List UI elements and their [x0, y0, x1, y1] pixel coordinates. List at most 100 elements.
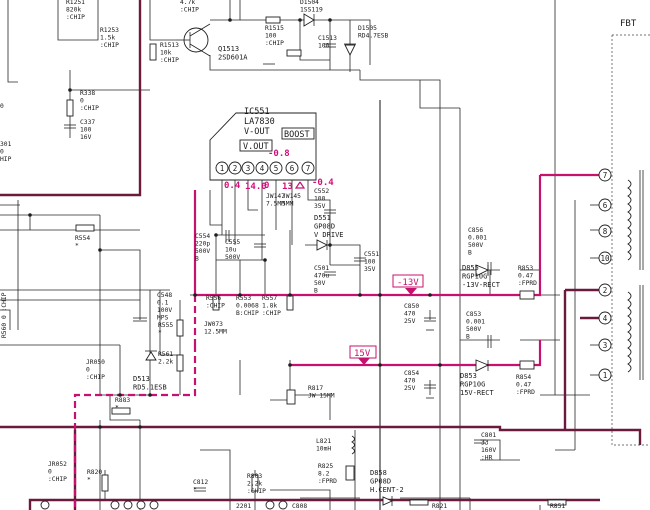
label-c856-line-1: 0.001 [468, 235, 487, 242]
pin-voltage-1: 0.4 [224, 181, 241, 191]
label-r1251-line-1: 820k [66, 7, 81, 14]
label-c853-line-3: B [466, 334, 470, 341]
label-r338-line-1: 0 [80, 98, 84, 105]
ic551-function: V-OUT [244, 127, 270, 137]
label-jw147-line-1: 7.5MM [266, 201, 285, 208]
label-r555: R555* [158, 322, 173, 337]
label-jw073-line-1: 12.5MM [204, 329, 227, 336]
label-c555-line-0: C555 [225, 239, 240, 246]
label-d513-line-1: RD5.1ESB [133, 384, 167, 392]
label-r1253-line-2: :CHIP [100, 42, 119, 49]
label-l821-line-1: 10mH [316, 446, 331, 453]
label-r553-line-1: 0.0068 [236, 303, 259, 310]
label-c501-line-3: B [314, 288, 318, 295]
label-c854-line-1: 470 [404, 378, 416, 385]
label-c548-line-1: 0.1 [157, 300, 169, 307]
label-r820-line-0: R820 [87, 469, 102, 476]
label-c554-line-2: 500V [195, 248, 210, 255]
label-c850-line-1: 470 [404, 311, 416, 318]
label-r883: R883* [115, 397, 130, 412]
label-d551-line-2: V DRIVE [314, 231, 344, 239]
label-d1504-line-1: 1SS119 [300, 7, 323, 14]
fbt-pin-8: 8 [603, 227, 608, 236]
label-r853-line-1: 0.47 [518, 273, 533, 280]
label-c853-line-2: 500V [466, 326, 481, 333]
label-d855-line-1: RGP10G [462, 273, 487, 281]
label-c301-line-1: 0 [0, 149, 4, 156]
label-r825-line-0: R825 [318, 463, 333, 470]
ic551-boost-tag: BOOST [284, 130, 310, 140]
fbt-pin-6: 6 [603, 201, 608, 210]
label-r556-line-1: :CHIP [206, 303, 225, 310]
fbt-pin-circle-7 [598, 168, 612, 182]
label-r300-line-0: 0 [0, 103, 4, 110]
label-jw147-line-0: JW147 [266, 193, 285, 200]
ic551-pin-circle-7 [301, 161, 315, 175]
label-c812-line-0: C812 [193, 479, 208, 486]
label-q1513-line-1: 2SD601A [218, 54, 248, 62]
label-r820: R820* [87, 469, 102, 484]
label-r554-line-0: R554 [75, 235, 90, 242]
ic551-pin-circle-6 [285, 161, 299, 175]
label-r561-line-0: R561 [158, 351, 173, 358]
ic551-pin-4: 4 [260, 164, 265, 173]
label-d853-line-0: D853 [460, 372, 477, 380]
label-r1514-line-0: 4.7k [180, 0, 195, 6]
fbt-pin-circle-10 [598, 251, 612, 265]
label-r560: R560 0 :CHIP [1, 292, 8, 338]
label-c554-line-1: 220p [195, 241, 210, 248]
ic551-pin-7: 7 [306, 164, 311, 173]
label-c856-line-0: C856 [468, 227, 483, 234]
label-t2201: 2201 [236, 503, 251, 510]
label-r803-line-0: R803 [247, 473, 262, 480]
label-c808-line-0: C808 [292, 503, 307, 510]
label-c555-line-2: 500V [225, 254, 240, 261]
label-r338-line-2: :CHIP [80, 105, 99, 112]
label-c501-line-1: 470u [314, 273, 329, 280]
label-r557-line-0: R557 [262, 295, 277, 302]
fbt-pin-circle-4 [598, 311, 612, 325]
fbt-pin-7: 7 [603, 171, 608, 180]
ic551-pin-circle-5 [269, 161, 283, 175]
label-r555-line-1: * [158, 330, 162, 337]
label-c801-line-2: 160V [481, 447, 496, 454]
label-r556-line-0: R556 [206, 295, 221, 302]
label-l821-line-0: L821 [316, 438, 331, 445]
label-d551-line-1: GP08D [314, 223, 335, 231]
ic551-ref: IC551 [244, 107, 270, 117]
label-d858-line-2: H.CENT-2 [370, 486, 404, 494]
label-r1515-line-2: :CHIP [265, 40, 284, 47]
label-r820-line-1: * [87, 477, 91, 484]
label-c501-line-2: 50V [314, 280, 326, 287]
label-jr052-line-2: :CHIP [48, 476, 67, 483]
label-r825-line-2: :FPRD [318, 478, 337, 485]
label-r300: 0 [0, 103, 4, 110]
label-r1251-line-2: :CHIP [66, 14, 85, 21]
label-jr050-line-2: :CHIP [86, 374, 105, 381]
label-r851-line-0: R851 [550, 503, 565, 510]
fbt-pin-circle-3 [598, 338, 612, 352]
label-d855-line-0: D855 [462, 264, 479, 272]
label-r803-line-2: :CHIP [247, 488, 266, 495]
label-r803-line-1: 2.2k [247, 481, 262, 488]
wiring [0, 0, 600, 510]
label-c808: C808 [292, 503, 307, 510]
ic551-pin-circle-4 [255, 161, 269, 175]
